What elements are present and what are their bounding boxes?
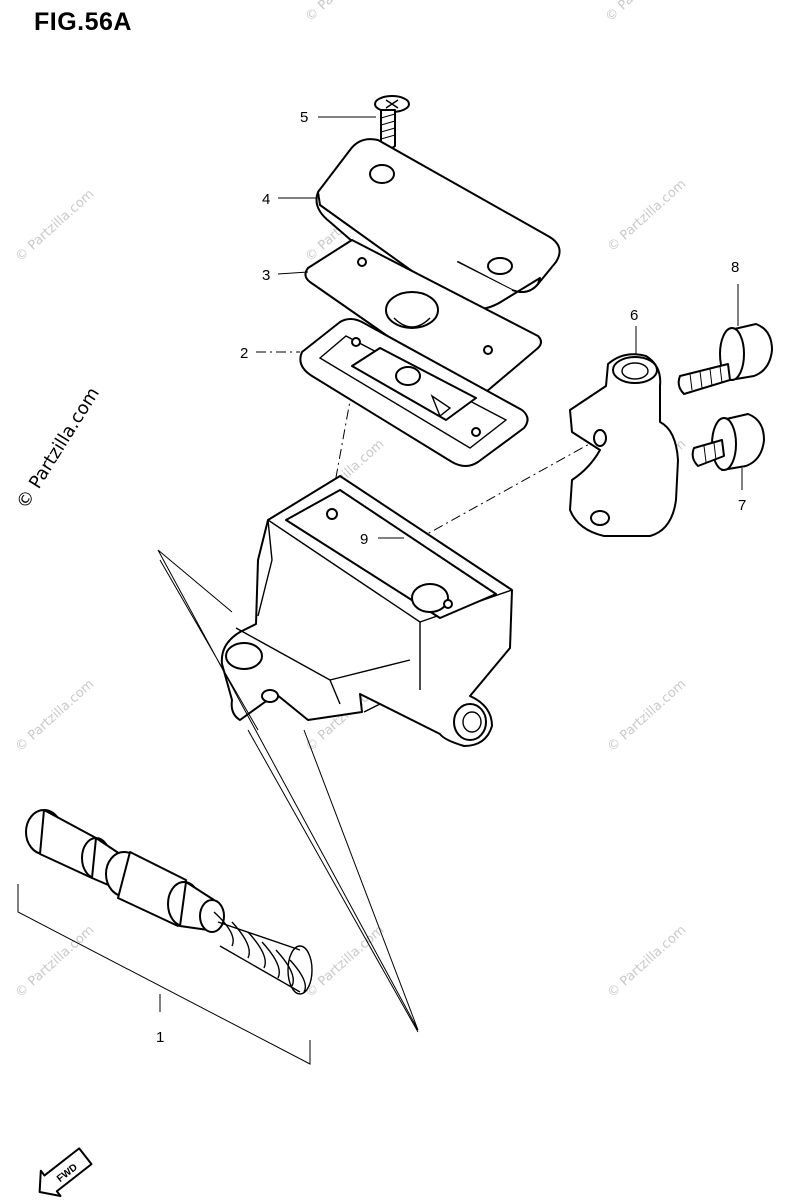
- callout-labels: 1 2 3 4 5 6 7 8 9: [156, 109, 746, 1046]
- part-1-piston-kit: [25, 809, 313, 995]
- master-cylinder-body: [220, 475, 513, 747]
- callout-3: 3: [262, 267, 270, 284]
- callout-1: 1: [156, 1029, 164, 1046]
- watermark: © Partzilla.com: [303, 0, 388, 25]
- direction-badge: FWD: [38, 1147, 93, 1197]
- watermark: © Partzilla.com: [13, 187, 98, 265]
- figure-title: FIG.56A: [34, 8, 132, 36]
- watermark: © Partzilla.com: [605, 677, 690, 755]
- callout-2: 2: [240, 345, 248, 362]
- part-5-screw: [374, 95, 410, 150]
- callout-6: 6: [630, 307, 638, 324]
- callout-5: 5: [300, 109, 308, 126]
- kit-bracket: [17, 884, 311, 1065]
- watermark: © Partzilla.com: [13, 677, 98, 755]
- watermark: © Partzilla.com: [13, 923, 98, 1001]
- watermark: © Partzilla.com: [605, 177, 690, 255]
- forward-arrow-icon: [38, 1147, 93, 1197]
- callout-9: 9: [360, 531, 368, 548]
- watermark-large: © Partzilla.com: [12, 384, 103, 513]
- callout-leaders: [256, 116, 743, 539]
- watermark: © Partzilla.com: [603, 0, 688, 25]
- callout-4: 4: [262, 191, 270, 208]
- callout-8: 8: [731, 259, 739, 276]
- part-8-bolt: [677, 323, 773, 395]
- watermark: © Partzilla.com: [303, 923, 388, 1001]
- callout-7: 7: [738, 497, 746, 514]
- part-2-diaphragm: [299, 318, 529, 467]
- assembly-guide-triangle: [157, 549, 419, 1033]
- part-6-holder-clamp: [569, 353, 679, 537]
- watermark: © Partzilla.com: [605, 923, 690, 1001]
- part-7-bolt: [691, 413, 765, 471]
